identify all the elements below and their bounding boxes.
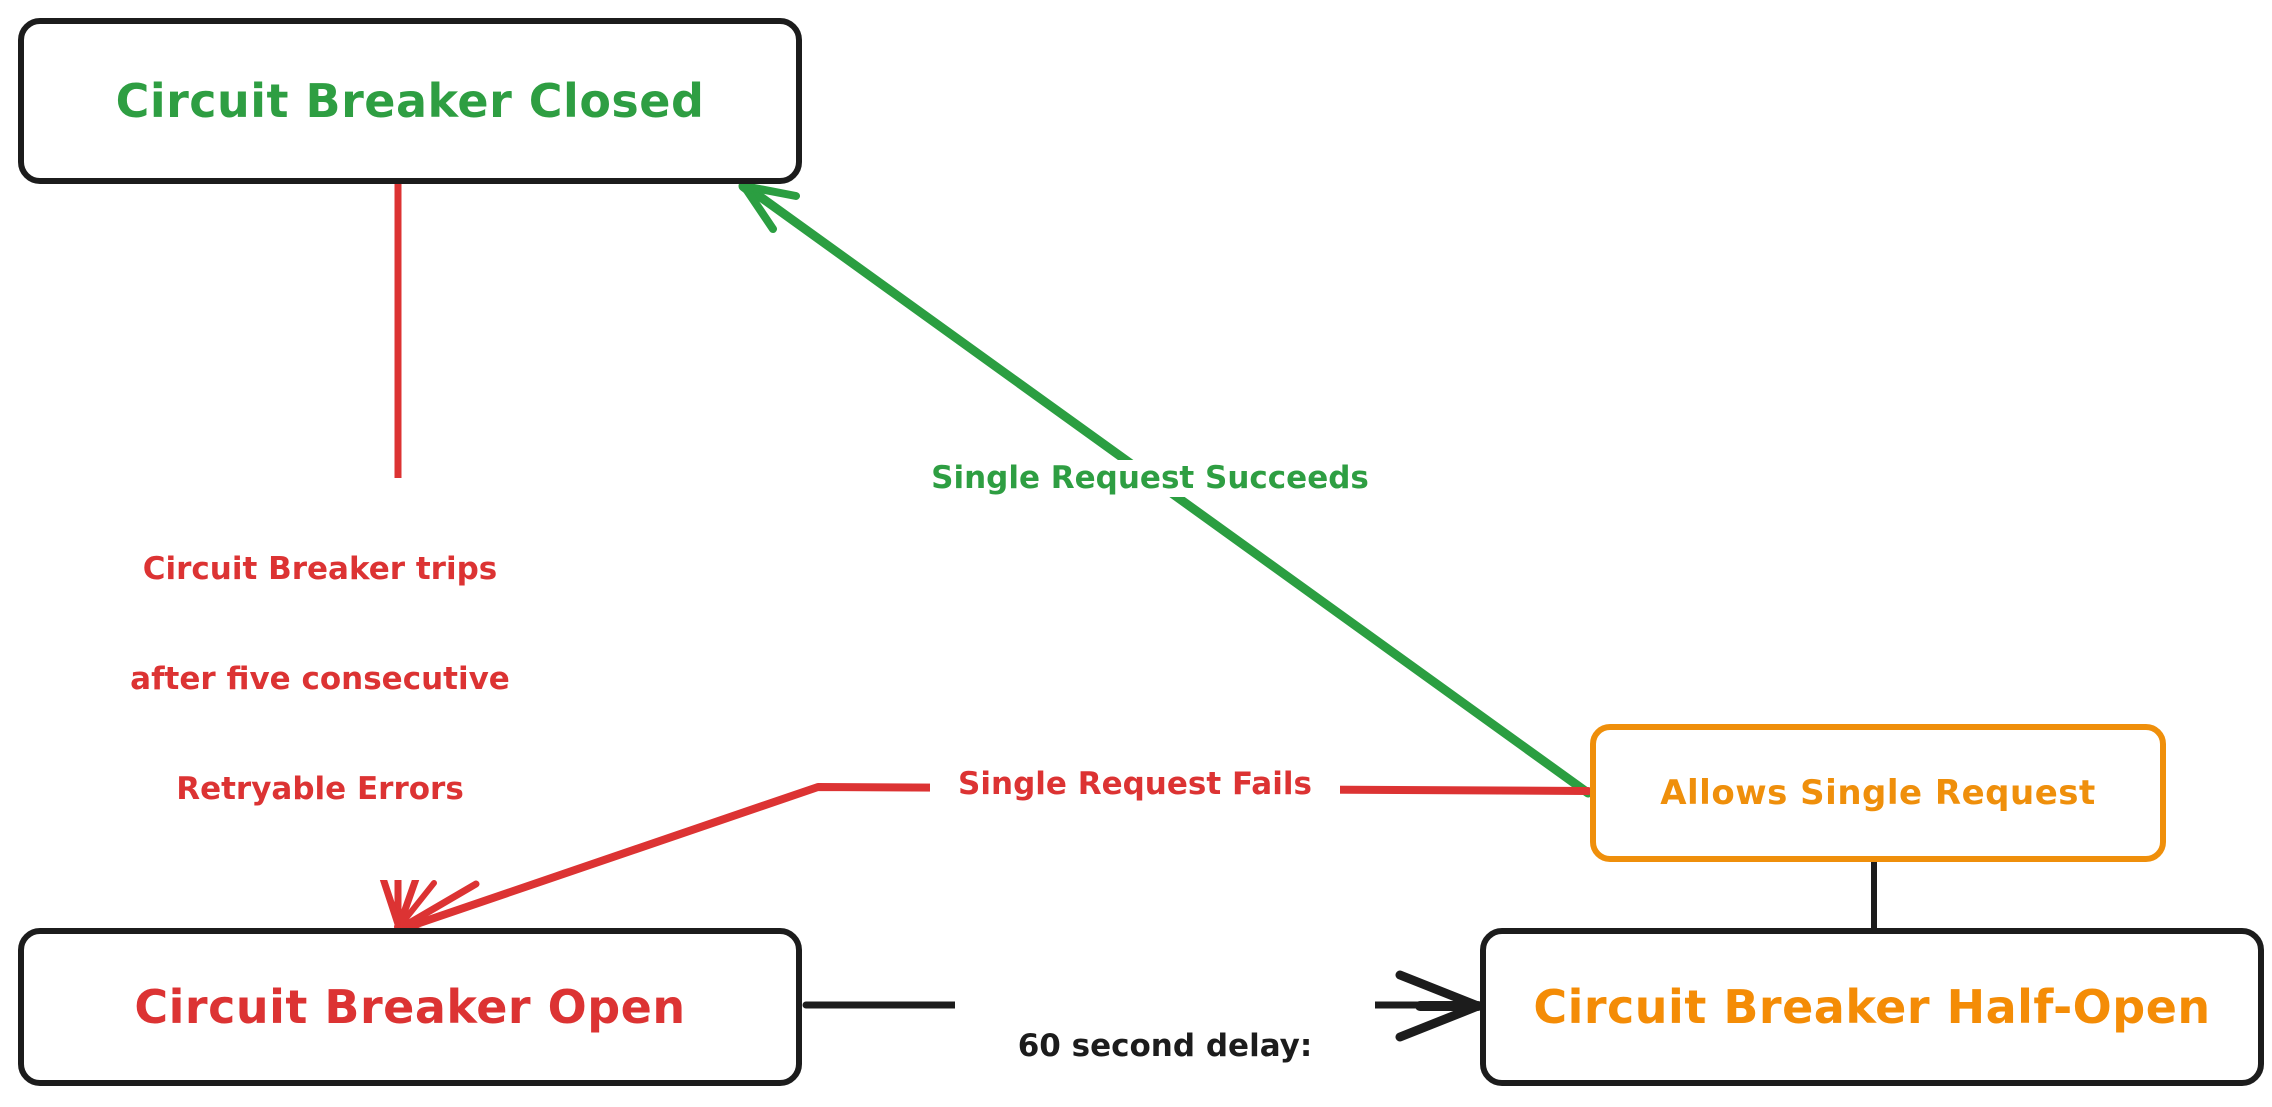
node-label-open: Circuit Breaker Open [134, 980, 686, 1034]
edge-label-trips-line-1: Circuit Breaker trips [142, 551, 498, 588]
edge-label-delay-line-1: 60 second delay: [1017, 1028, 1313, 1065]
node-label-closed: Circuit Breaker Closed [115, 74, 705, 128]
node-label-allows-single-request: Allows Single Request [1660, 773, 2096, 813]
edge-label-trips-line-2: after five consecutive [130, 660, 510, 697]
edge-label-single-request-fails: Single Request Fails [930, 766, 1340, 803]
edge-label-trips-line-3: Retryable Errors [176, 770, 464, 807]
node-allows-single-request[interactable]: Allows Single Request [1590, 724, 2166, 862]
edge-label-circuit-breaker-trips: Circuit Breaker trips after five consecu… [120, 478, 520, 881]
edge-allows-to-open [395, 783, 1592, 939]
edge-label-60-second-delay: 60 second delay: No requests allowed [955, 955, 1375, 1107]
node-circuit-breaker-closed[interactable]: Circuit Breaker Closed [18, 18, 802, 184]
node-circuit-breaker-open[interactable]: Circuit Breaker Open [18, 928, 802, 1086]
node-label-half-open: Circuit Breaker Half-Open [1533, 980, 2211, 1034]
edge-label-single-request-succeeds: Single Request Succeeds [900, 460, 1400, 497]
node-circuit-breaker-half-open[interactable]: Circuit Breaker Half-Open [1480, 928, 2264, 1086]
